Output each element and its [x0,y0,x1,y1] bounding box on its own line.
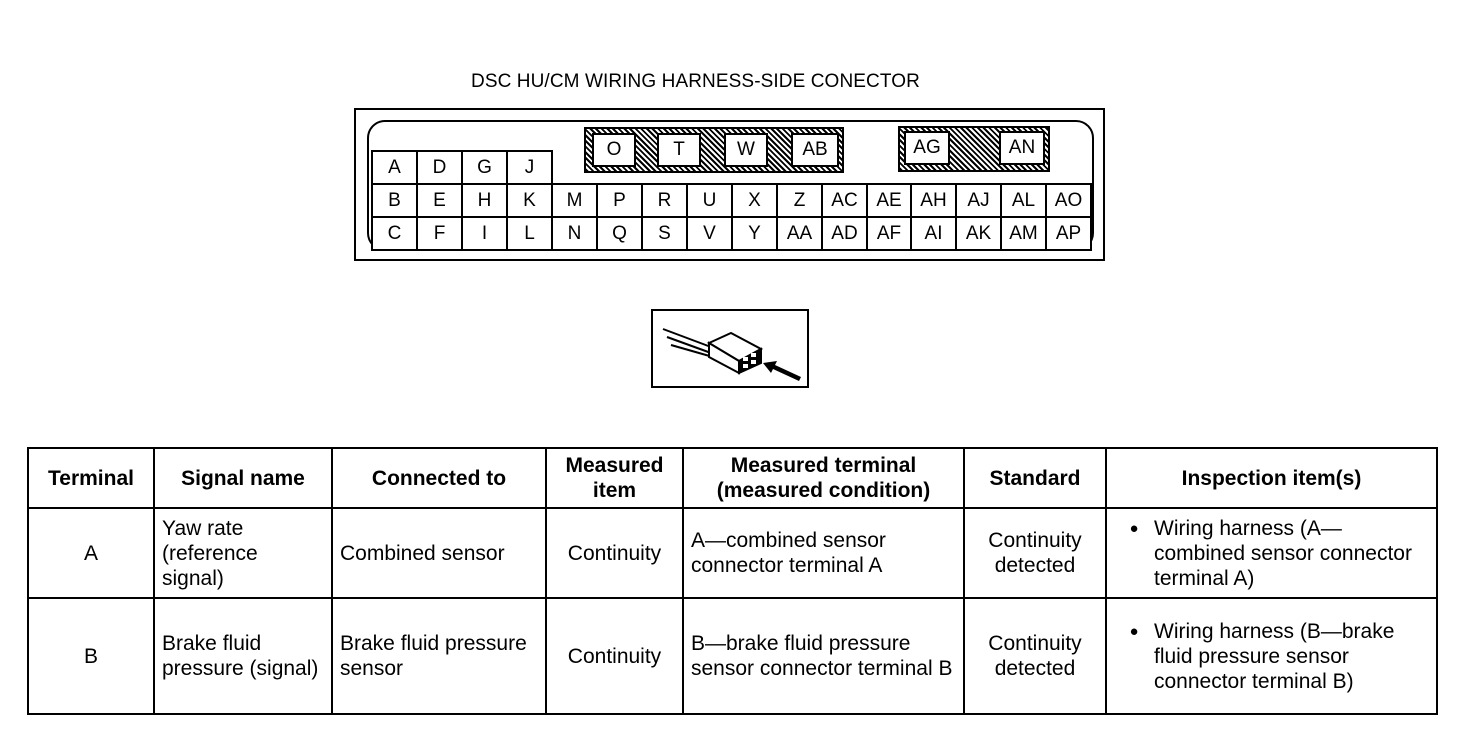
connector-frame [354,108,1105,261]
terminal-cell: E [416,183,463,218]
terminal-cell: AE [866,183,912,218]
terminal-cell: W [724,133,768,167]
terminal-cell: X [731,183,778,218]
terminal-cell: F [416,216,463,251]
harness-side-connector-view-icon [651,309,809,388]
header-signal-name: Signal name [153,446,333,510]
header-measured-item: Measured item [545,446,684,510]
terminal-cell: D [416,150,463,185]
table-row: B Brake fluid pressure (signal) Brake fl… [27,597,1438,716]
terminal-cell: S [641,216,688,251]
terminal-cell: AL [1000,183,1047,218]
terminal-cell: O [592,133,636,167]
terminal-cell: K [506,183,553,218]
terminal-cell: AJ [955,183,1002,218]
terminal-cell: B [371,183,418,218]
terminal-cell: M [551,183,598,218]
terminal-cell: AN [999,131,1045,165]
cell-terminal: A [27,507,155,600]
cell-standard: Continuity detected [963,507,1107,600]
terminal-cell: Y [731,216,778,251]
terminal-cell: P [596,183,643,218]
cell-signal-name: Yaw rate (reference signal) [153,507,333,600]
terminal-cell: AC [821,183,868,218]
terminal-cell: AK [955,216,1002,251]
header-measured-terminal: Measured terminal (measured condition) [682,446,965,510]
terminal-cell: C [371,216,418,251]
terminal-cell: L [506,216,553,251]
header-standard: Standard [963,446,1107,510]
terminal-cell: Q [596,216,643,251]
terminal-cell: T [657,133,701,167]
cell-connected-to: Combined sensor [331,507,547,600]
header-terminal: Terminal [27,446,155,510]
terminal-cell: R [641,183,688,218]
terminal-cell: N [551,216,598,251]
connector-title: DSC HU/CM WIRING HARNESS-SIDE CONECTOR [471,71,920,92]
inspection-text: Wiring harness (B—brake fluid pressure s… [1154,619,1395,693]
terminal-cell: AI [910,216,957,251]
cell-terminal: B [27,597,155,716]
cell-measured-terminal: B—brake fluid pressure sensor connector … [682,597,965,716]
terminal-cell: AF [866,216,912,251]
terminal-cell: AO [1045,183,1092,218]
cell-measured-terminal: A—combined sensor connector terminal A [682,507,965,600]
table-row: A Yaw rate (reference signal) Combined s… [27,507,1438,600]
cell-measured-item: Continuity [545,597,684,716]
terminal-spec-table: Terminal Signal name Connected to Measur… [27,446,1438,716]
terminal-cell: AM [1000,216,1047,251]
terminal-cell: U [686,183,733,218]
bullet-icon: ● [1129,519,1139,537]
terminal-cell: G [461,150,508,185]
header-inspection: Inspection item(s) [1105,446,1438,510]
terminal-cell: J [506,150,553,185]
terminal-cell: H [461,183,508,218]
terminal-cell: AA [776,216,823,251]
terminal-cell: AH [910,183,957,218]
terminal-cell: Z [776,183,823,218]
terminal-cell: AP [1045,216,1092,251]
terminal-cell: A [371,150,418,185]
cell-inspection: ● Wiring harness (B—brake fluid pressure… [1105,597,1438,716]
cell-signal-name: Brake fluid pressure (signal) [153,597,333,716]
terminal-cell: AB [791,133,839,167]
cell-measured-item: Continuity [545,507,684,600]
inspection-text: Wiring harness (A—combined sensor connec… [1154,516,1412,590]
terminal-cell: AD [821,216,868,251]
terminal-cell: I [461,216,508,251]
cell-connected-to: Brake fluid pressure sensor [331,597,547,716]
terminal-cell: AG [904,131,950,165]
cell-inspection: ● Wiring harness (A—combined sensor conn… [1105,507,1438,600]
header-connected-to: Connected to [331,446,547,510]
terminal-cell: V [686,216,733,251]
cell-standard: Continuity detected [963,597,1107,716]
bullet-icon: ● [1129,622,1139,640]
